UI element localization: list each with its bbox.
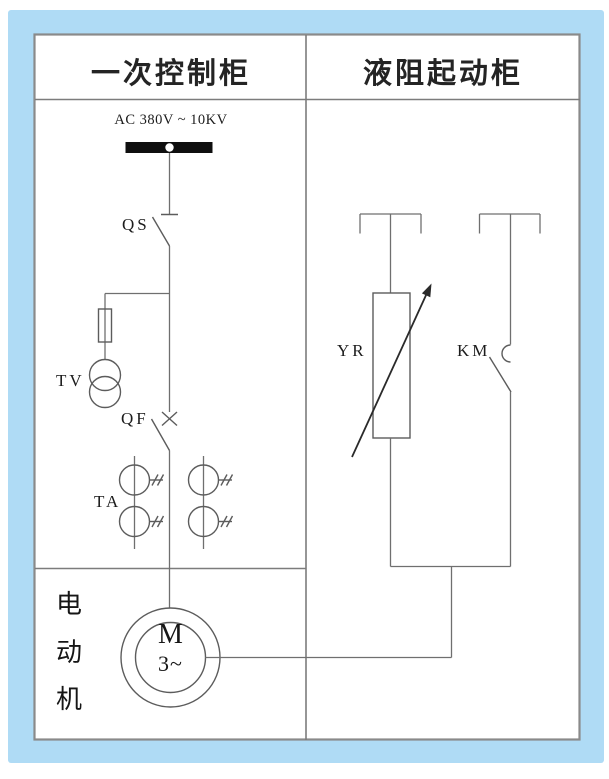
ta-label: TA — [94, 492, 122, 511]
tv-label: TV — [56, 371, 85, 390]
motor-letter: M — [158, 619, 183, 650]
motor-name-label: 电动机 — [55, 590, 82, 714]
ta-current-transformer-right-icon — [187, 456, 234, 549]
header-primary-cabinet: 一次控制柜 — [90, 58, 251, 90]
qs-disconnect-switch-icon — [151, 213, 178, 247]
electrode-bracket-right-icon — [478, 213, 541, 345]
yr-liquid-resistor-icon — [351, 283, 432, 458]
starter-connection-wires — [389, 392, 512, 658]
busbar-icon — [125, 142, 213, 153]
motor-phase-label: 3~ — [158, 651, 183, 676]
arrow-head-icon — [421, 283, 432, 298]
qf-label: QF — [121, 409, 149, 428]
km-contactor-icon — [488, 344, 512, 393]
cabinet-frame — [33, 33, 581, 741]
qs-label: QS — [122, 215, 150, 234]
ta-current-transformer-left-icon — [118, 456, 165, 549]
fuse-icon — [97, 308, 113, 343]
km-label: KM — [457, 341, 491, 360]
tv-voltage-transformer-icon — [88, 358, 122, 409]
tv-branch-wire — [104, 292, 170, 360]
electrode-bracket-left-icon — [359, 213, 422, 293]
busbar-tap-dot — [165, 143, 174, 152]
supply-voltage-label: AC 380V ~ 10KV — [114, 112, 228, 128]
header-starter-cabinet: 液阻起动柜 — [362, 58, 523, 90]
qf-breaker-icon — [150, 411, 178, 451]
yr-label: YR — [337, 341, 367, 360]
